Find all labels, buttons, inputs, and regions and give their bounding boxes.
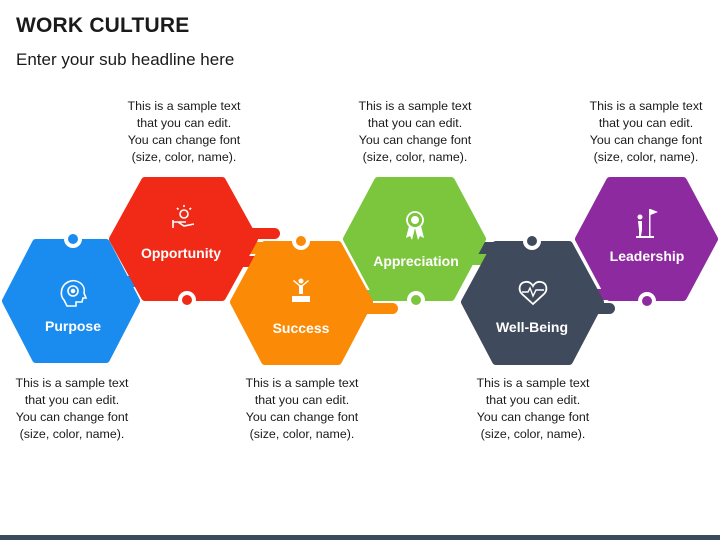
description-wellbeing: This is a sample text that you can edit.… [476, 376, 590, 441]
page-title: WORK CULTURE [16, 14, 190, 37]
award-ribbon-icon [406, 211, 424, 240]
podium-person-icon [292, 278, 310, 302]
step-label-wellbeing: Well-Being [496, 319, 568, 335]
step-label-leadership: Leadership [610, 248, 685, 264]
step-label-appreciation: Appreciation [373, 253, 459, 269]
page-subtitle: Enter your sub headline here [16, 50, 235, 69]
footer-bar [0, 535, 720, 540]
step-label-purpose: Purpose [45, 318, 101, 334]
hand-light-icon [172, 205, 195, 228]
hex-success [230, 232, 373, 365]
hex-appreciation [343, 177, 486, 309]
flag-summit-icon [636, 209, 658, 238]
hex-leadership [575, 177, 718, 310]
step-label-opportunity: Opportunity [141, 245, 221, 261]
description-success: This is a sample text that you can edit.… [245, 376, 359, 441]
hex-purpose [2, 230, 140, 363]
step-label-success: Success [273, 320, 330, 336]
target-head-icon [60, 279, 88, 307]
hex-opportunity [109, 177, 258, 309]
heartbeat-icon [518, 280, 548, 306]
description-leadership: This is a sample text that you can edit.… [589, 99, 703, 164]
description-appreciation: This is a sample text that you can edit.… [358, 99, 472, 164]
description-opportunity: This is a sample text that you can edit.… [127, 99, 241, 164]
description-purpose: This is a sample text that you can edit.… [15, 376, 129, 441]
